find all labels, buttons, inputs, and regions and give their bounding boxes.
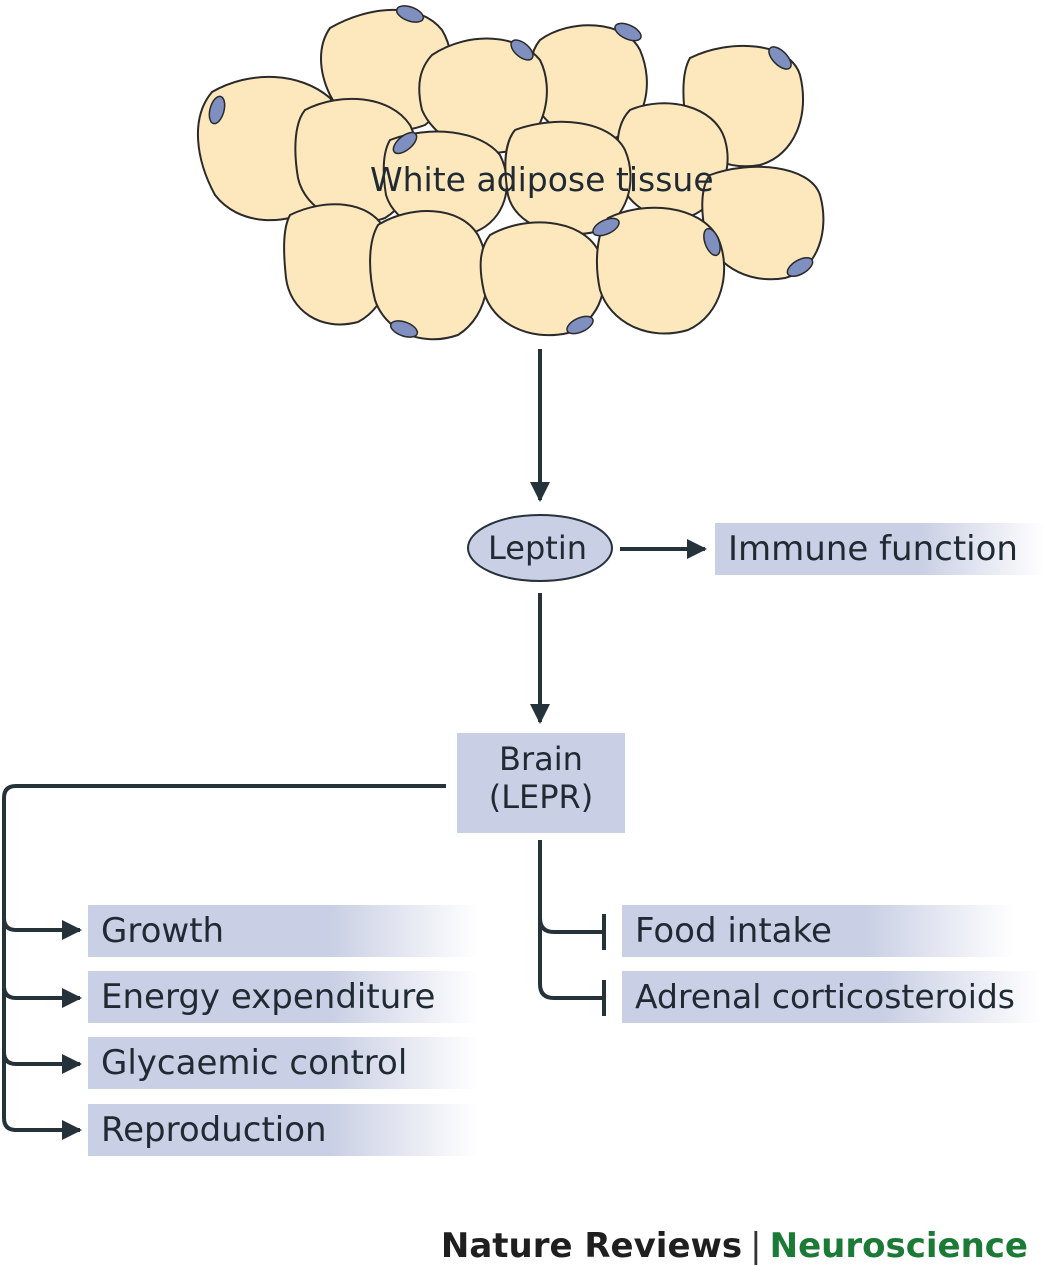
adipose-tissue-cluster [196, 8, 825, 341]
food-intake-inhibition-line [538, 917, 604, 934]
brain-lepr-box: Brain (LEPR) [457, 733, 625, 833]
adrenal-corticosteroids-box: Adrenal corticosteroids [622, 971, 1042, 1023]
food-intake-label: Food intake [635, 911, 832, 951]
cell-nuclei [208, 5, 814, 338]
adipocyte [595, 206, 726, 335]
reproduction-label: Reproduction [101, 1110, 327, 1150]
glycaemic-control-box: Glycaemic control [88, 1037, 478, 1089]
immune-function-label: Immune function [728, 529, 1018, 569]
growth-stimulation-arrow [2, 917, 82, 940]
inhibition-bracket [538, 840, 604, 1000]
adipocyte [382, 130, 508, 236]
leptin-node [467, 514, 613, 582]
energy-expenditure-box: Energy expenditure [88, 971, 478, 1023]
glycaemic-control-label: Glycaemic control [101, 1043, 408, 1083]
footer-separator: | [750, 1226, 762, 1266]
white-adipose-tissue-label: White adipose tissue [370, 160, 714, 199]
glycaemic-stimulation-arrow [2, 1051, 82, 1074]
journal-section: Neuroscience [769, 1226, 1028, 1266]
leptin-label: Leptin [488, 529, 587, 567]
food-intake-box: Food intake [622, 905, 1014, 957]
lepr-label: (LEPR) [488, 778, 594, 816]
growth-box: Growth [88, 905, 478, 957]
adipocyte [283, 203, 392, 326]
stimulation-bracket [2, 784, 446, 1132]
reproduction-box: Reproduction [88, 1104, 478, 1156]
brain-label: Brain [499, 740, 583, 778]
energy-stimulation-arrow [2, 985, 82, 1008]
journal-footer: Nature Reviews|Neuroscience [441, 1226, 1028, 1266]
adipocyte [369, 210, 489, 341]
energy-expenditure-label: Energy expenditure [101, 977, 436, 1017]
immune-function-box: Immune function [715, 523, 1045, 575]
growth-label: Growth [101, 911, 225, 951]
journal-name: Nature Reviews [440, 1226, 743, 1266]
adrenal-corticosteroids-label: Adrenal corticosteroids [635, 977, 1015, 1016]
